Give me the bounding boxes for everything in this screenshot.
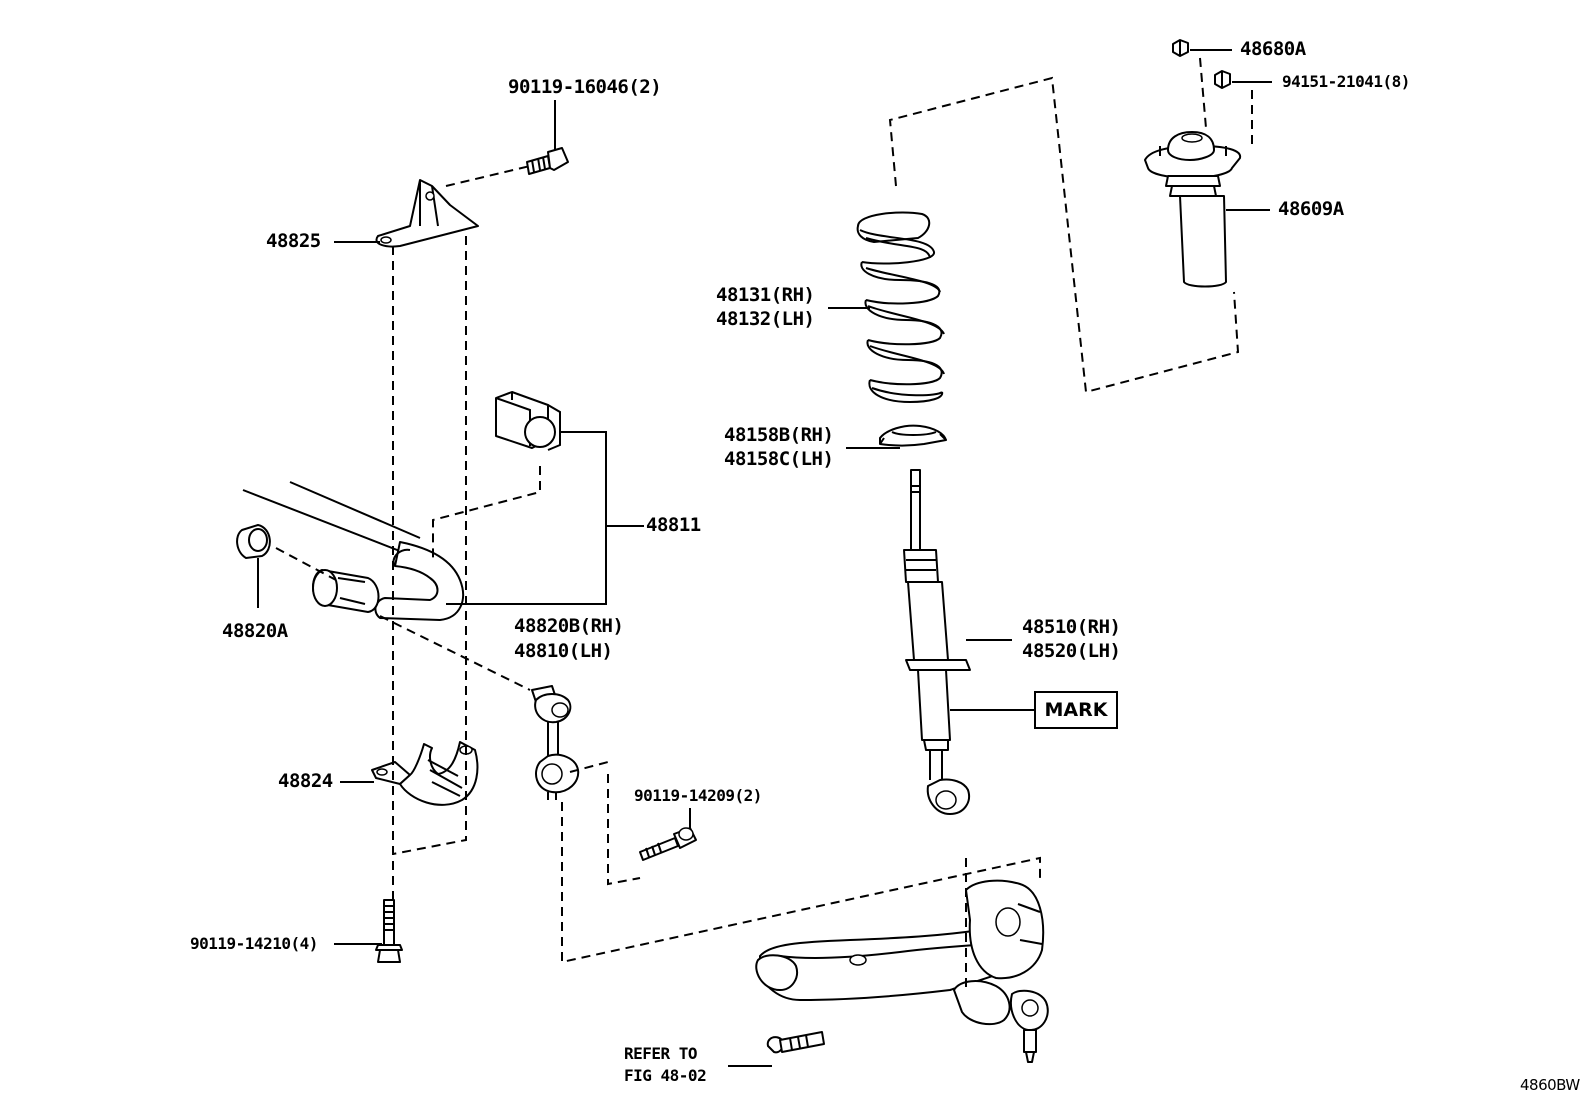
lower-arm-bolt[interactable] (766, 1031, 825, 1054)
shock-absorber[interactable] (903, 469, 971, 815)
strut-mount-48609a[interactable] (1144, 131, 1242, 288)
coil-spring[interactable] (856, 211, 945, 404)
label-mount: 48609A (1278, 198, 1344, 220)
label-spring-rh: 48131(RH) (716, 284, 815, 306)
label-bushing-main: 48811 (646, 514, 701, 536)
label-bolt-bracket-bottom: 90119-14210(4) (190, 934, 318, 953)
bushing-48811[interactable] (495, 391, 561, 451)
label-spring-lh: 48132(LH) (716, 308, 815, 330)
label-seat-rh: 48158B(RH) (724, 424, 834, 446)
label-bracket-upper: 48825 (266, 230, 321, 252)
bracket-48825[interactable] (375, 179, 479, 248)
stabilizer-bar[interactable] (242, 481, 465, 621)
label-nut-mount: 94151-21041(8) (1282, 72, 1410, 91)
leader-lines (257, 49, 1272, 1067)
label-nut-top: 48680A (1240, 38, 1306, 60)
lower-control-arm[interactable] (755, 879, 1049, 1063)
assembly-dash-lines (275, 57, 1253, 990)
label-link-rh: 48820B(RH) (514, 615, 624, 637)
label-shock-lh: 48520(LH) (1022, 640, 1121, 662)
label-refer-1: REFER TO (624, 1044, 698, 1063)
bolt-90119-14209[interactable] (639, 827, 697, 861)
bushing-48820a[interactable] (236, 524, 271, 559)
bolt-90119-14210[interactable] (375, 899, 403, 963)
stabilizer-link[interactable] (531, 685, 580, 800)
label-bracket-lower: 48824 (278, 770, 333, 792)
label-refer-2: FIG 48-02 (624, 1066, 707, 1085)
diagram-code: 4860BW (1520, 1076, 1580, 1094)
mark-label: MARK (1044, 699, 1108, 721)
label-bushing-small: 48820A (222, 620, 288, 642)
label-bolt-bracket-top: 90119-16046(2) (508, 76, 662, 98)
label-seat-lh: 48158C(LH) (724, 448, 834, 470)
nut-94151-21041[interactable] (1214, 70, 1231, 89)
nut-48680a[interactable] (1172, 39, 1189, 57)
label-link-lh: 48810(LH) (514, 640, 613, 662)
stabilizer-bushing-outer[interactable] (312, 569, 380, 613)
mark-box: MARK (1034, 691, 1118, 729)
label-bolt-link: 90119-14209(2) (634, 786, 762, 805)
spring-seat[interactable] (879, 424, 947, 447)
bracket-48824[interactable] (371, 741, 479, 806)
bolt-90119-16046[interactable] (526, 147, 569, 175)
label-shock-rh: 48510(RH) (1022, 616, 1121, 638)
